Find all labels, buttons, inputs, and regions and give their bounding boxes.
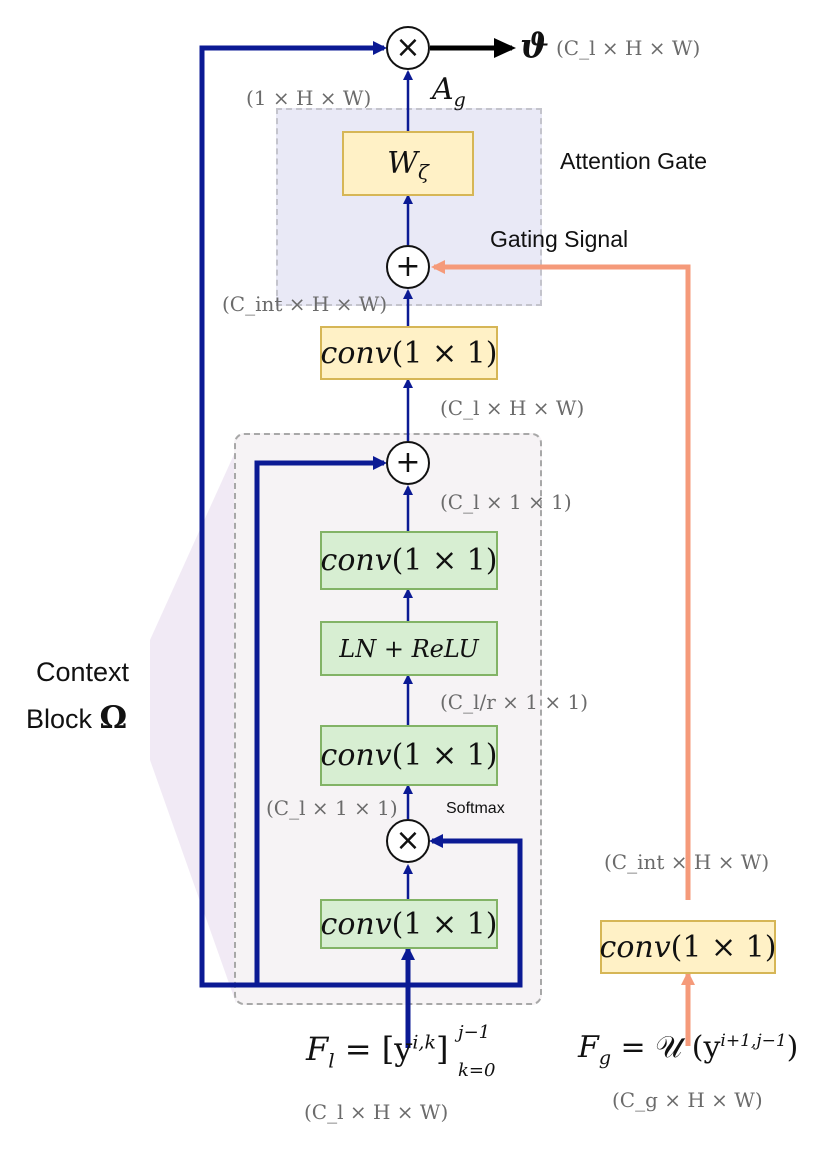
- dim-c-l-1-1-mid: (C_l × 1 × 1): [266, 796, 398, 820]
- dim-c-int-right: (C_int × H × W): [604, 850, 770, 874]
- conv-box-gating: conv(1 × 1): [600, 920, 776, 974]
- skip-softmax: [408, 834, 523, 988]
- softmax-label: Softmax: [446, 800, 505, 817]
- dim-gate-out: (1 × H × W): [246, 86, 372, 110]
- a-g-label: Ag: [432, 72, 466, 111]
- conv-box-context-top: conv(1 × 1): [320, 531, 498, 590]
- skip-inner: [254, 456, 408, 988]
- gating-signal-path: [431, 260, 691, 900]
- multiply-operator-top: ×: [386, 26, 430, 70]
- conv-box-context-mid: conv(1 × 1): [320, 725, 498, 786]
- dim-after-conv-top: (C_l × H × W): [440, 396, 585, 420]
- conv-box-top: conv(1 × 1): [320, 326, 498, 380]
- f-l-formula: Fl = [yi,k] j−1 k=0: [306, 1022, 496, 1081]
- dim-output: (C_l × H × W): [556, 36, 701, 60]
- ln-relu-box: LN + ReLU: [320, 621, 498, 676]
- add-operator-context: +: [386, 441, 430, 485]
- gating-signal-label: Gating Signal: [490, 226, 629, 252]
- context-label: Context: [36, 657, 130, 687]
- dim-c-int-left: (C_int × H × W): [222, 292, 388, 316]
- block-label: Block Ω: [26, 700, 128, 736]
- theta-symbol: ϑ: [520, 26, 549, 66]
- dim-input-l: (C_l × H × W): [304, 1100, 449, 1124]
- multiply-operator-softmax: ×: [386, 819, 430, 863]
- dim-input-g: (C_g × H × W): [612, 1088, 763, 1112]
- add-operator-gate: +: [386, 245, 430, 289]
- dim-c-l-1-1-top: (C_l × 1 × 1): [440, 490, 572, 514]
- dim-c-l-r: (C_l/r × 1 × 1): [440, 690, 588, 714]
- attention-gate-label: Attention Gate: [560, 148, 708, 174]
- f-g-formula: Fg = 𝒰 (yi+1,j−1): [578, 1030, 799, 1069]
- conv-box-context-bottom: conv(1 × 1): [320, 899, 498, 949]
